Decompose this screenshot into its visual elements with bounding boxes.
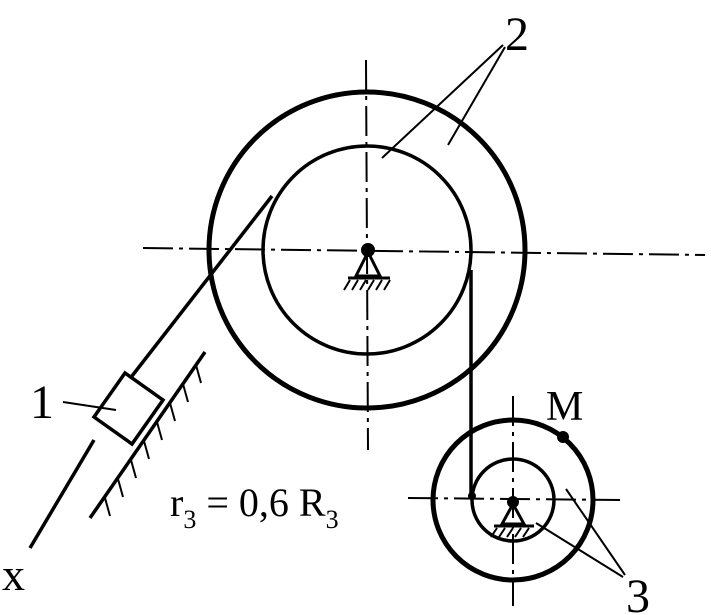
wheel-3-rope-contact: [468, 492, 476, 500]
radius-relation-equals: = 0,6 R: [196, 480, 326, 525]
x-axis: [28, 439, 96, 549]
label-3-leader-inner: [535, 522, 624, 578]
rope-to-body-1: [130, 194, 274, 378]
inclined-plane-surface: [88, 351, 207, 519]
inclined-plane: [88, 351, 207, 519]
label-3-leader-outer: [565, 488, 626, 576]
radius-relation-R-subscript: 3: [326, 505, 339, 534]
label-body-1: 1: [30, 376, 54, 429]
pulley-2-support: [343, 248, 391, 291]
label-body-3: 3: [626, 570, 650, 615]
pulley-2-horizontal-axis: [142, 247, 706, 256]
label-x-axis: x: [2, 549, 25, 600]
radius-relation-r: r: [170, 480, 183, 525]
body-1-block: [91, 370, 166, 447]
radius-relation-r-subscript: 3: [183, 505, 196, 534]
wheel-3-support: [490, 500, 534, 538]
label-2-leader-inner: [381, 44, 504, 159]
pulley-2: [142, 44, 706, 451]
label-1-leader: [62, 401, 117, 411]
point-m-marker: [557, 431, 569, 443]
label-point-m: M: [546, 384, 583, 430]
wheel-3: [407, 396, 626, 606]
radius-relation: r3 = 0,6 R3: [170, 480, 339, 534]
label-body-2: 2: [505, 8, 529, 61]
inclined-plane-hatching: [104, 364, 202, 517]
label-2-leader-outer: [447, 46, 506, 146]
